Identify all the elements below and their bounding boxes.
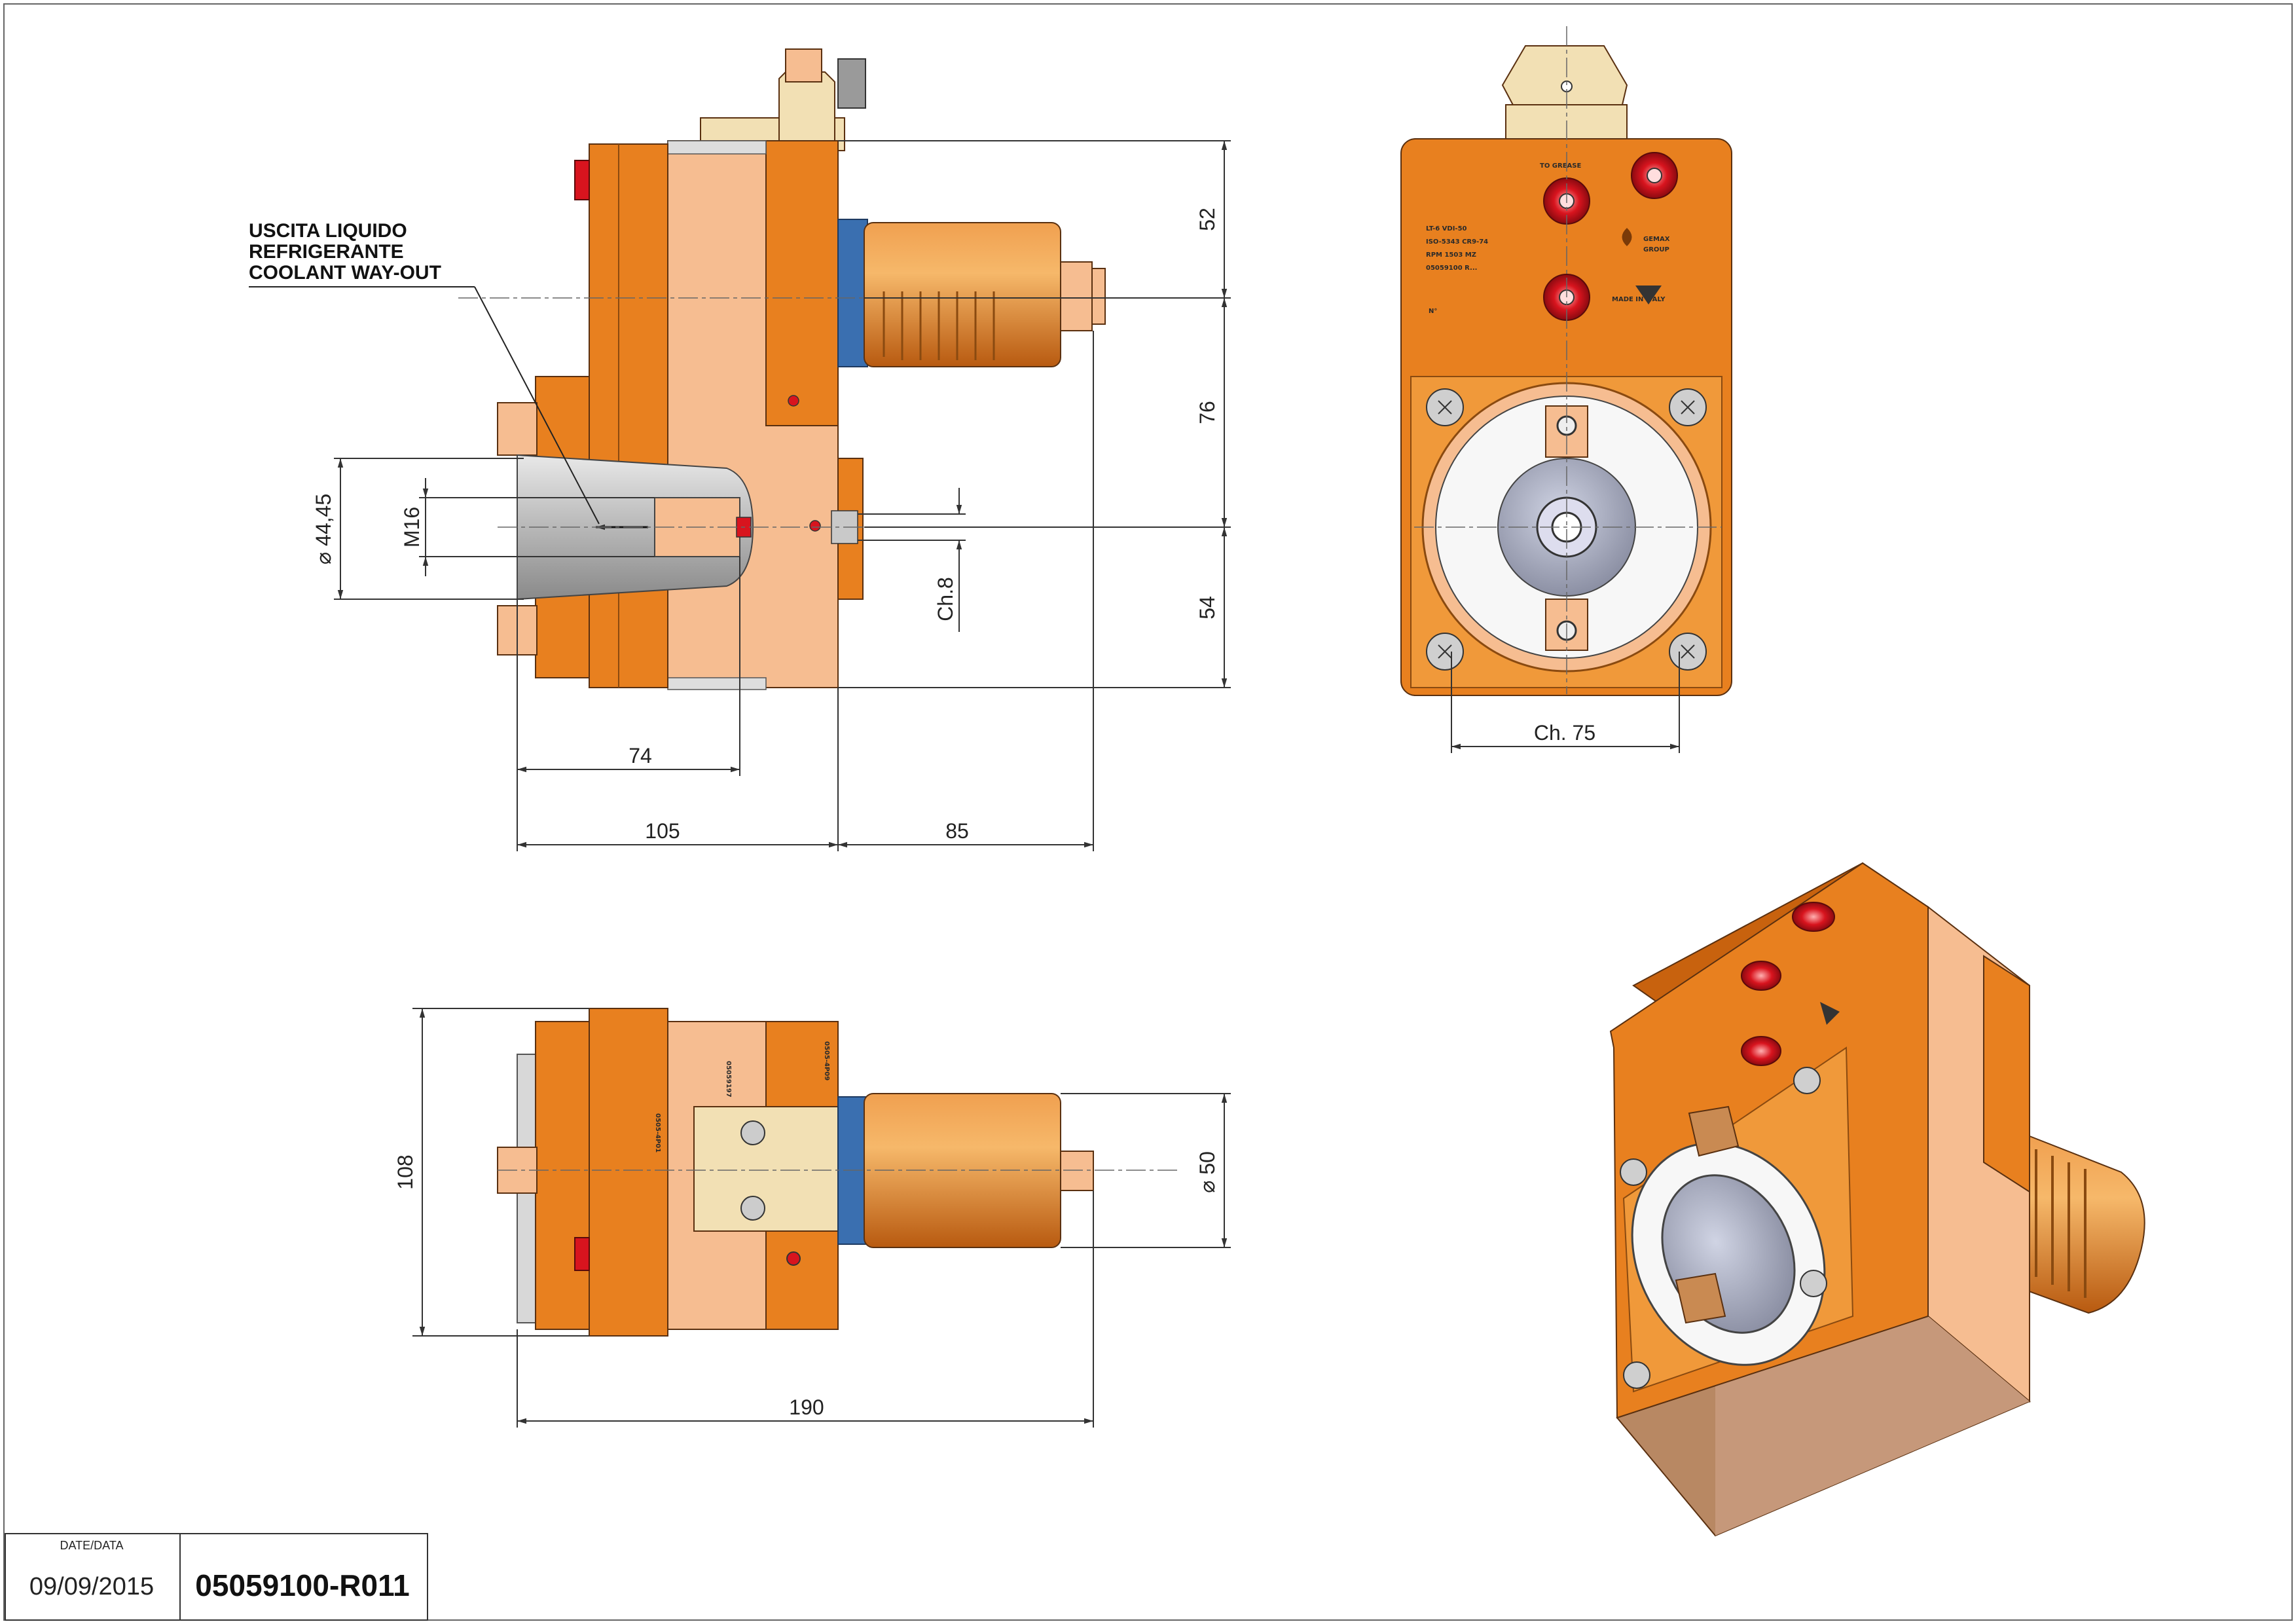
plan-front-plate — [589, 1008, 668, 1337]
dim-m16: M16 — [400, 507, 424, 547]
label-brand: GEMAX — [1643, 236, 1670, 243]
title-date: 09/09/2015 — [29, 1573, 154, 1600]
side-label-b: 05059197 — [725, 1061, 732, 1098]
iso-screw-4 — [1800, 1270, 1827, 1297]
label-made-in: MADE IN ITALY — [1612, 296, 1666, 303]
dim-190: 190 — [789, 1395, 824, 1419]
dim-108: 108 — [393, 1154, 417, 1189]
note-coolant-way-out: COOLANT WAY-OUT — [249, 262, 441, 284]
shank-tip — [1091, 268, 1106, 325]
isometric-view — [1609, 862, 2145, 1537]
iso-fitting-2 — [1741, 961, 1781, 991]
side-label-a: 0505-4P01 — [654, 1113, 661, 1153]
title-block: DATE/DATA 09/09/2015 05059100-R011 — [5, 1533, 428, 1621]
note-uscita-liquido: USCITA LIQUIDO — [249, 220, 407, 242]
corner-screws — [1426, 388, 1707, 671]
iso-screw-3 — [1623, 1361, 1650, 1389]
set-screw — [837, 58, 866, 109]
bracket-block — [785, 48, 822, 83]
note-leader — [474, 286, 600, 525]
shank-threads — [883, 291, 995, 360]
side-view-dimensions: 52 76 54 ⌀ 44,45 M16 Ch.8 74 105 85 — [312, 140, 1231, 851]
title-drawing-code: 05059100-R011 — [195, 1568, 409, 1602]
iso-fitting-3 — [1741, 1036, 1781, 1066]
shank-tang — [1060, 261, 1093, 331]
dim-ch8: Ch.8 — [934, 577, 957, 621]
label-model-line4: 05059100 R... — [1426, 265, 1477, 272]
label-serial-number: N° — [1429, 308, 1437, 315]
brand-logo-icon — [1622, 228, 1632, 246]
dim-ch75: Ch. 75 — [1534, 721, 1595, 745]
side-label-c: 0505-4P09 — [823, 1041, 830, 1080]
grease-fitting-top — [574, 160, 590, 200]
label-model-line2: ISO-5343 CR9-74 — [1426, 238, 1488, 246]
iso-jaw-top — [1688, 1105, 1740, 1157]
housing-bottom-strip — [667, 677, 767, 690]
dim-diameter-50: ⌀ 50 — [1195, 1151, 1219, 1193]
title-date-label: DATE/DATA — [60, 1539, 123, 1552]
front-view: TO GREASE LT-6 VDI-50 ISO-5343 CR9-74 RP… — [1400, 26, 1732, 753]
top-bracket — [778, 71, 835, 151]
dim-76: 76 — [1195, 401, 1219, 424]
plan-view-dimensions: 108 ⌀ 50 190 — [393, 1008, 1231, 1428]
housing-top-strip — [667, 140, 767, 155]
dim-74: 74 — [629, 744, 652, 767]
iso-jaw-bottom — [1675, 1272, 1726, 1324]
iso-screw-2 — [1793, 1067, 1821, 1094]
plan-bracket — [693, 1106, 845, 1232]
dim-diameter-44-45: ⌀ 44,45 — [312, 494, 335, 564]
triangle-mark-icon — [1635, 286, 1662, 304]
plan-nose-flange — [535, 1021, 590, 1330]
center-port — [809, 520, 821, 532]
iso-fitting-1 — [1792, 902, 1835, 932]
note-refrigerante: REFRIGERANTE — [249, 241, 404, 263]
label-model-line3: RPM 1503 MZ — [1426, 251, 1476, 259]
front-plate — [589, 143, 668, 688]
lube-port — [788, 395, 799, 407]
iso-screw-1 — [1620, 1158, 1647, 1186]
label-group: GROUP — [1643, 246, 1669, 253]
plan-view: 0505-4P01 05059197 0505-4P09 — [497, 1008, 1178, 1337]
iso-shank-threads — [2035, 1149, 2086, 1298]
dim-85: 85 — [945, 819, 969, 843]
side-view — [497, 48, 1106, 690]
clamp-pad-top — [497, 402, 538, 456]
coolant-note: USCITA LIQUIDO REFRIGERANTE COOLANT WAY-… — [249, 220, 600, 525]
dim-105: 105 — [645, 819, 680, 843]
label-model-line1: LT-6 VDI-50 — [1426, 225, 1467, 232]
dim-54: 54 — [1195, 596, 1219, 619]
sheet-border — [3, 3, 2293, 1621]
housing-upper-block — [765, 140, 839, 426]
drive-shank — [864, 222, 1061, 367]
dim-52: 52 — [1195, 208, 1219, 231]
o-ring — [837, 219, 868, 367]
label-to-grease: TO GREASE — [1540, 162, 1581, 170]
plan-grease-fitting — [574, 1237, 590, 1271]
iso-shank — [2015, 1135, 2145, 1314]
